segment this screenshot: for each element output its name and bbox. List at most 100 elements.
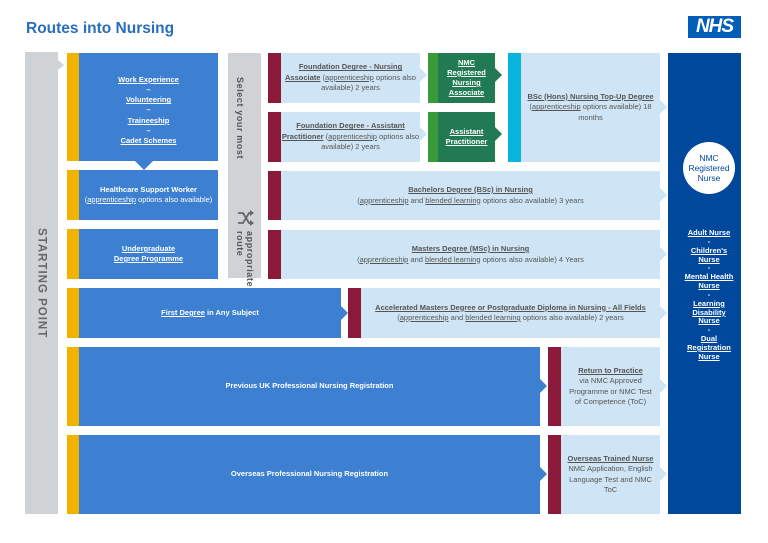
fd-assistant-practitioner-box: Foundation Degree - Assistant Practition… xyxy=(281,112,420,162)
paren: ( xyxy=(84,195,88,204)
and: and xyxy=(448,313,466,322)
outcome-column xyxy=(678,53,741,514)
and: and xyxy=(408,254,426,264)
learning-disability-nurse-link[interactable]: Learning Disability Nurse xyxy=(692,298,726,326)
previous-uk-registration-label: Previous UK Professional Nursing Registr… xyxy=(225,381,394,391)
previous-uk-registration-box: Previous UK Professional Nursing Registr… xyxy=(79,347,540,426)
overseas-registration-box: Overseas Professional Nursing Registrati… xyxy=(79,435,540,514)
select-route-bar: Select your most appropriate route xyxy=(228,53,261,287)
undergraduate-box: Undergraduate Degree Programme xyxy=(79,229,218,279)
degree-programme-link[interactable]: Degree Programme xyxy=(113,254,184,263)
chevron-right-icon xyxy=(660,188,667,202)
amber-marker-5 xyxy=(67,347,79,426)
paren: ( xyxy=(529,102,532,112)
chevron-right-icon xyxy=(495,68,502,82)
bsc-blended-link[interactable]: blended learning xyxy=(425,195,481,205)
paren: ( xyxy=(357,195,360,205)
bsc-apprenticeship-link[interactable]: apprenticeship xyxy=(359,195,409,205)
return-to-practice-link[interactable]: Return to Practice xyxy=(578,365,643,375)
chevron-right-icon xyxy=(420,68,427,82)
fd-nursing-associate-box: Foundation Degree - Nursing Associate (a… xyxy=(281,53,420,103)
overseas-trained-nurse-detail: NMC Application, English Language Test a… xyxy=(568,464,653,494)
chevron-right-icon xyxy=(495,127,502,141)
accel-blended-link[interactable]: blended learning xyxy=(465,313,521,322)
starting-point-arrows xyxy=(58,60,64,70)
msc-blended-link[interactable]: blended learning xyxy=(425,254,481,264)
first-degree-box: First Degree in Any Subject xyxy=(79,288,341,338)
fd-na-rest: options also available) 2 years xyxy=(321,72,416,93)
topup-apprenticeship-link[interactable]: apprenticeship xyxy=(531,102,581,112)
return-to-practice-box: Return to Practice via NMC Approved Prog… xyxy=(561,347,660,426)
maroon-marker-otn xyxy=(548,435,561,514)
cadet-schemes-link[interactable]: Cadet Schemes xyxy=(120,135,177,145)
masters-link[interactable]: Masters Degree (MSc) in Nursing xyxy=(411,244,530,253)
chevron-right-icon xyxy=(660,247,667,261)
assistant-practitioner-box: Assistant Practitioner xyxy=(438,112,495,162)
chevron-right-icon xyxy=(341,306,348,320)
bachelors-link[interactable]: Bachelors Degree (BSc) in Nursing xyxy=(408,185,533,194)
work-experience-link[interactable]: Work Experience xyxy=(118,75,179,84)
dash: – xyxy=(146,105,151,115)
bsc-rest: options also available) 3 years xyxy=(480,195,584,205)
starting-point-bar: STARTING POINT xyxy=(25,52,58,514)
assistant-practitioner-link[interactable]: Assistant Practitioner xyxy=(445,126,488,146)
undergraduate-link[interactable]: Undergraduate xyxy=(121,243,176,253)
dash: - xyxy=(707,236,711,246)
return-to-practice-detail: via NMC Approved Programme or NMC Test o… xyxy=(569,376,652,406)
maroon-marker-fd1 xyxy=(268,53,281,103)
dash: - xyxy=(707,263,711,273)
accelerated-masters-box: Accelerated Masters Degree or Postgradua… xyxy=(361,288,660,338)
fd-nursing-associate-link[interactable]: Foundation Degree - Nursing Associate xyxy=(285,62,403,82)
chevron-right-icon xyxy=(660,100,667,114)
healthcare-support-worker-box: Healthcare Support Worker (apprenticeshi… xyxy=(79,170,218,220)
paren: ( xyxy=(357,254,360,264)
fd-assistant-practitioner-link[interactable]: Foundation Degree - Assistant Practition… xyxy=(281,121,405,141)
volunteering-link[interactable]: Volunteering xyxy=(125,95,172,105)
adult-nurse-link[interactable]: Adult Nurse xyxy=(687,228,731,237)
paren: ( xyxy=(320,72,326,82)
nhs-logo: NHS xyxy=(688,16,741,38)
overseas-registration-label: Overseas Professional Nursing Registrati… xyxy=(230,469,389,479)
hsw-title: Healthcare Support Worker xyxy=(100,184,197,194)
fd-ap-rest: options also available) 2 years xyxy=(321,131,420,152)
first-degree-link[interactable]: First Degree xyxy=(161,307,205,317)
traineeship-link[interactable]: Traineeship xyxy=(127,115,170,125)
dash: – xyxy=(146,125,151,135)
dash: - xyxy=(707,325,711,335)
msc-apprenticeship-link[interactable]: apprenticeship xyxy=(359,254,409,264)
topup-degree-box: BSc (Hons) Nursing Top-Up Degree (appren… xyxy=(521,53,660,162)
dual-registration-nurse-link[interactable]: Dual Registration Nurse xyxy=(687,334,731,361)
overseas-trained-nurse-box: Overseas Trained Nurse NMC Application, … xyxy=(561,435,660,514)
topup-rest: options available) 18 months xyxy=(578,102,652,122)
overseas-trained-nurse-link[interactable]: Overseas Trained Nurse xyxy=(567,453,654,463)
down-arrow-icon xyxy=(134,160,154,170)
bachelors-box: Bachelors Degree (BSc) in Nursing (appre… xyxy=(281,171,660,220)
outcome-column-edge xyxy=(668,53,678,514)
fd-na-apprenticeship-link[interactable]: apprenticeship xyxy=(325,72,374,82)
select-route-text-2: appropriate route xyxy=(235,231,255,288)
fd-ap-apprenticeship-link[interactable]: apprenticeship xyxy=(328,131,377,141)
masters-box: Masters Degree (MSc) in Nursing (apprent… xyxy=(281,230,660,279)
msc-rest: options also available) 4 Years xyxy=(480,254,584,264)
nursing-fields-list: Adult Nurse - Children's Nurse - Mental … xyxy=(674,228,744,362)
hsw-apprenticeship-link[interactable]: apprenticeship xyxy=(87,195,136,204)
accel-apprenticeship-link[interactable]: apprenticeship xyxy=(399,313,449,322)
accel-rest: options also available) 2 years xyxy=(520,313,624,322)
hsw-rest: options also available) xyxy=(136,195,213,204)
select-route-text-1: Select your most xyxy=(235,77,245,160)
topup-degree-link[interactable]: BSc (Hons) Nursing Top-Up Degree xyxy=(527,91,654,101)
nmc-registered-nurse-label: NMC Registered Nurse xyxy=(688,152,730,184)
nmc-nursing-associate-link[interactable]: NMC Registered Nursing Associate xyxy=(447,57,486,98)
and: and xyxy=(408,195,426,205)
childrens-nurse-link[interactable]: Children's Nurse xyxy=(690,245,728,264)
accelerated-masters-link[interactable]: Accelerated Masters Degree or Postgradua… xyxy=(375,302,646,312)
maroon-marker-accel xyxy=(348,288,361,338)
amber-marker-4 xyxy=(67,288,79,338)
green-marker-1 xyxy=(428,53,438,103)
amber-marker-2 xyxy=(67,170,79,220)
mental-health-nurse-link[interactable]: Mental Health Nurse xyxy=(684,272,734,291)
chevron-right-icon xyxy=(660,306,667,320)
amber-marker-3 xyxy=(67,229,79,279)
amber-marker-6 xyxy=(67,435,79,514)
cyan-marker xyxy=(508,53,521,162)
